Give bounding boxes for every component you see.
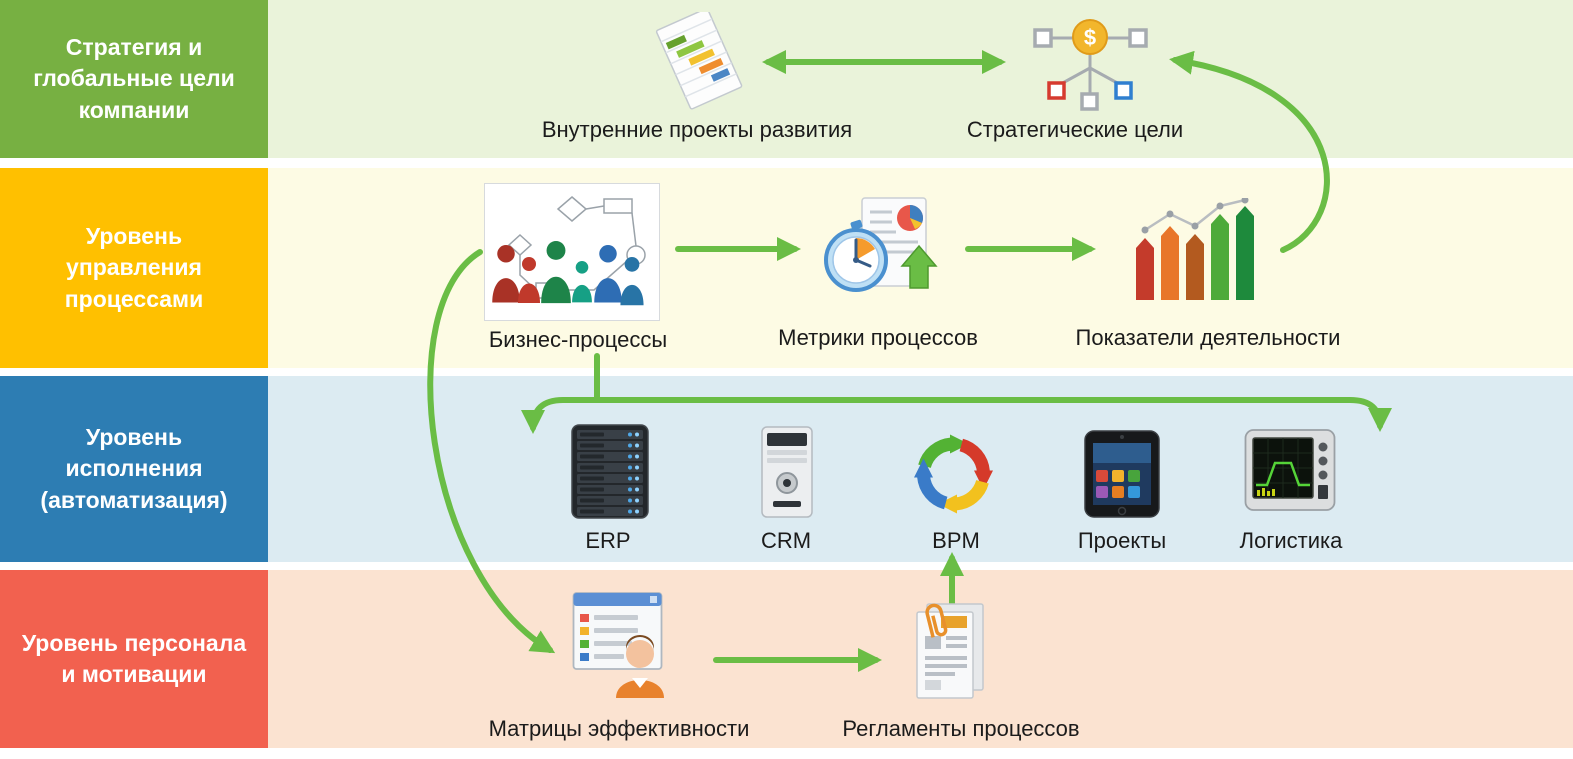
label-strategic-goals: Стратегические цели [966,117,1184,142]
label-process-metrics: Метрики процессов [778,325,978,350]
logistics-monitor-icon [1244,427,1336,517]
sidebar-label-line: глобальные цели [33,65,235,92]
sidebar-label-line: и мотивации [61,661,207,687]
label-crm: CRM [760,528,812,553]
sidebar-band-process-management: Уровень управления процессами [0,168,268,368]
sidebar-label-line: Уровень персонала [21,629,247,656]
efficiency-matrix-icon [572,590,672,700]
process-metrics-icon [818,194,943,312]
sidebar-label-line: компании [78,96,190,123]
sidebar-label-line: управления [66,254,202,281]
strategic-goals-icon: $ [1022,8,1160,116]
projects-tablet-icon [1080,430,1164,518]
crm-server-icon [753,425,821,521]
sidebar-label-line: (автоматизация) [40,486,228,513]
label-bpm: BPM [932,528,980,553]
label-performance-indicators: Показатели деятельности [1075,325,1341,350]
sidebar-label-line: исполнения [65,455,203,482]
label-internal-development-projects: Внутренние проекты развития [541,117,853,142]
label-business-processes: Бизнес-процессы [488,327,668,352]
sidebar-band-execution: Уровень исполнения (автоматизация) [0,376,268,562]
paperclip-icon [925,603,948,638]
sidebar-band-strategy: Стратегия и глобальные цели компании [0,0,268,158]
sidebar-label-line: Уровень [85,223,183,250]
sidebar-label-line: Уровень [85,424,183,451]
gantt-chart-icon [652,7,747,110]
erp-server-rack-icon [560,424,660,522]
label-logistics: Логистика [1239,528,1343,553]
label-process-regulations: Регламенты процессов [842,716,1080,741]
business-process-image [484,183,660,321]
label-erp: ERP [585,528,631,553]
label-efficiency-matrices: Матрицы эффективности [488,716,750,741]
performance-bars-icon [1130,196,1260,300]
sidebar-label-line: Стратегия и [65,34,203,61]
label-projects: Проекты [1077,528,1167,553]
sidebar-band-personnel: Уровень персонала и мотивации [0,570,268,748]
bpm-cycle-icon [906,428,1001,520]
svg-text:$: $ [1084,25,1096,50]
regulations-document-icon [905,600,991,706]
sidebar-label-line: процессами [64,285,204,312]
